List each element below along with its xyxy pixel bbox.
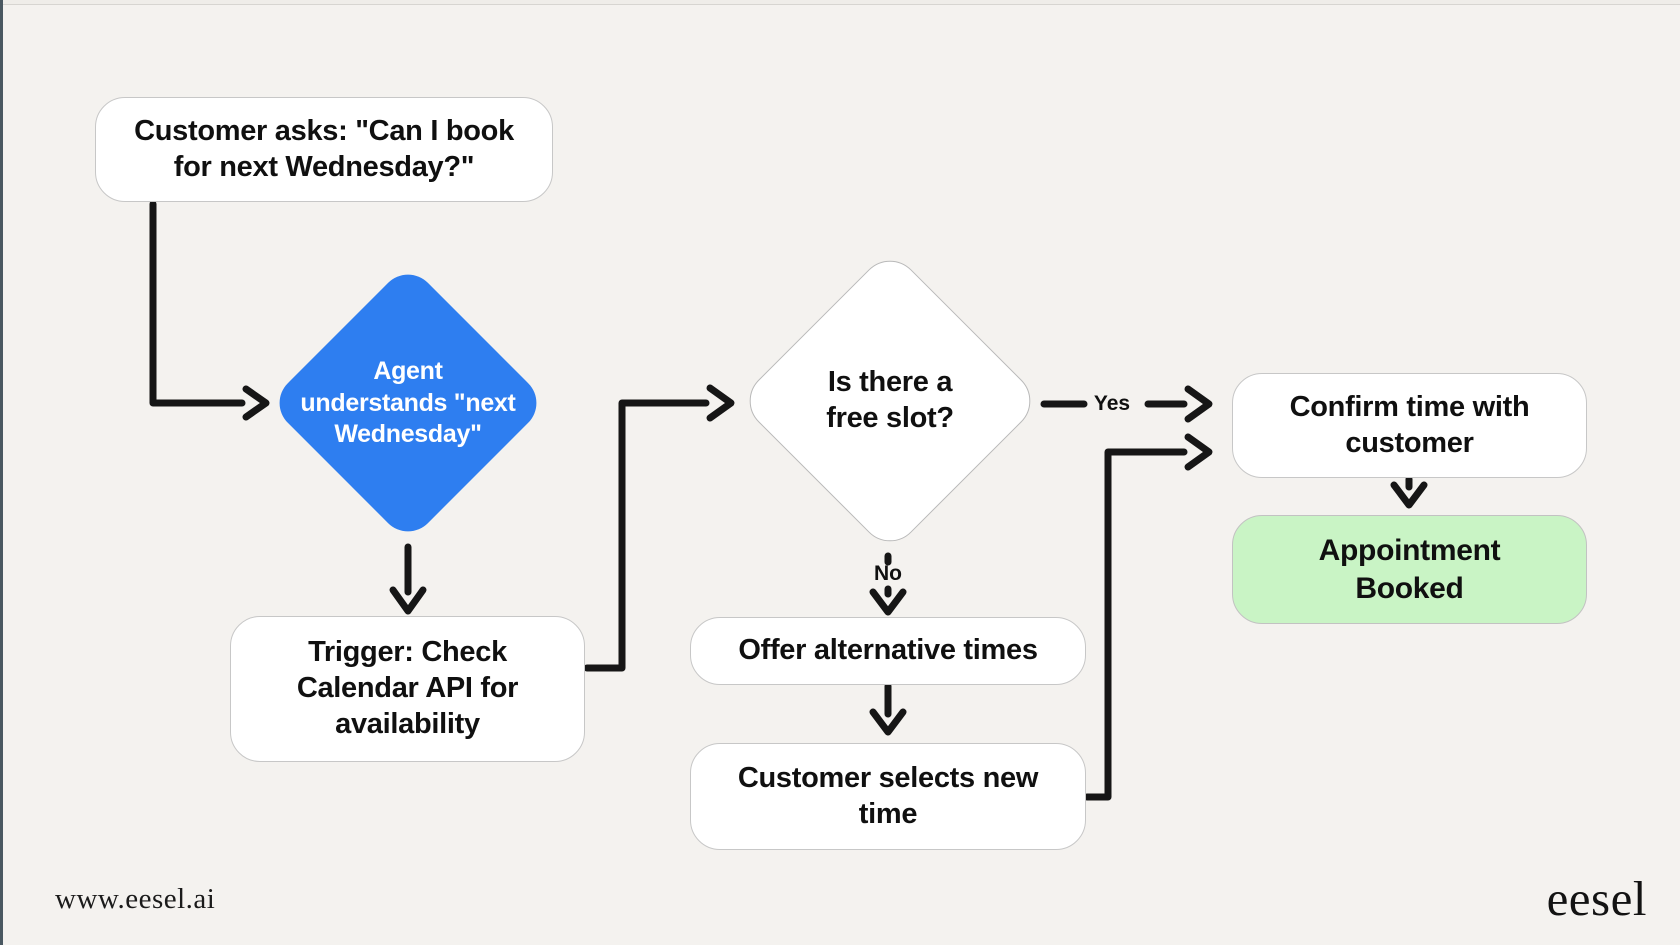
- edge-offer-to-selects: [869, 682, 907, 736]
- edge-label-no: No: [874, 562, 902, 585]
- edge-confirm-to-booked: [1390, 475, 1428, 509]
- node-confirm-time: Confirm time with customer: [1232, 373, 1587, 478]
- node-customer-asks: Customer asks: "Can I book for next Wedn…: [95, 97, 553, 202]
- node-agent-understands: Agent understands "next Wednesday": [267, 262, 549, 544]
- node-agent-understands-label: Agent understands "next Wednesday": [300, 356, 516, 448]
- node-appointment-booked: Appointment Booked: [1232, 515, 1587, 624]
- eesel-logo: eesel: [1546, 871, 1647, 926]
- page-left-edge: [0, 0, 3, 945]
- edge-agent-to-trigger: [389, 543, 427, 615]
- edge-label-yes: Yes: [1093, 392, 1131, 415]
- node-offer-alternatives: Offer alternative times: [690, 617, 1086, 685]
- node-trigger-check-calendar: Trigger: Check Calendar API for availabi…: [230, 616, 585, 762]
- footer-website-url: www.eesel.ai: [55, 883, 216, 915]
- node-free-slot-label: Is there a free slot?: [826, 366, 954, 434]
- node-free-slot-decision: Is there a free slot?: [737, 248, 1043, 554]
- edge-selects-to-confirm: [1083, 433, 1213, 801]
- page-top-edge: [0, 0, 1680, 5]
- edge-customer-to-agent: [149, 200, 270, 421]
- node-customer-selects: Customer selects new time: [690, 743, 1086, 850]
